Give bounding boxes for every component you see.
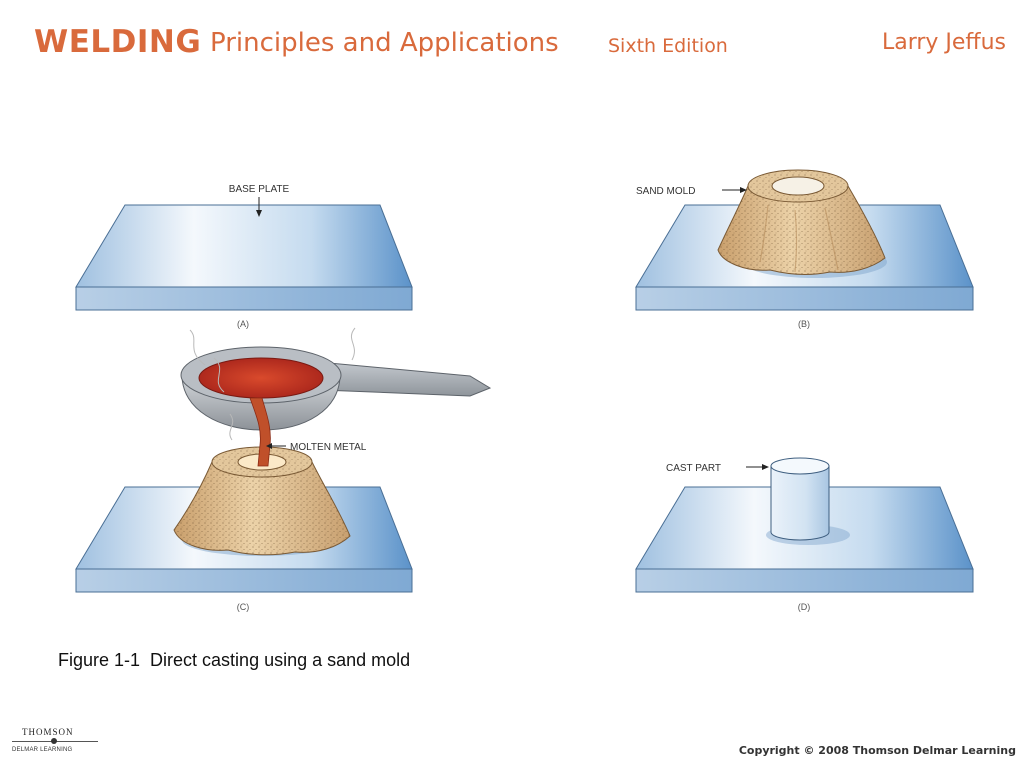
logo-dot [51,738,57,744]
figure-caption: Figure 1-1 Direct casting using a sand m… [58,650,411,670]
panel-a: BASE PLATE (A) [75,184,413,329]
panel-label-c: (C) [237,602,250,612]
base-plate-a [75,204,413,288]
cast-part [770,465,830,541]
sand-texture-c [174,462,350,555]
book-title-welding: WELDING [34,24,202,60]
book-subtitle: Principles and Applications [210,28,559,58]
arrowhead-molten-metal [266,443,272,449]
logo-thomson: THOMSON [22,727,74,737]
mold-folds-b [759,204,839,273]
book-author: Larry Jeffus [881,30,1006,55]
sand-texture-b [718,186,885,275]
panel-b: SAND MOLD (B) [635,169,974,329]
callout-base-plate: BASE PLATE [229,184,290,195]
cast-part-top [770,457,830,475]
fumes [189,327,356,441]
mold-cavity-b [771,176,825,196]
slide-header: WELDING Principles and Applications Sixt… [34,24,1014,64]
logo-delmar: DELMAR LEARNING [12,747,73,753]
base-plate-a-side [75,286,413,311]
ladle-handle [317,361,492,397]
panel-label-a: (A) [237,319,249,329]
copyright-notice: Copyright © 2008 Thomson Delmar Learning [738,744,1016,757]
panel-label-b: (B) [798,319,810,329]
arrowhead-sand-mold [740,187,747,193]
base-plate-b-side [635,286,974,311]
callout-cast-part: CAST PART [666,463,721,474]
arrowhead-base-plate [256,210,262,217]
panel-label-d: (D) [798,602,811,612]
book-edition: Sixth Edition [608,35,728,57]
molten-stream [249,397,271,467]
callout-molten-metal: MOLTEN METAL [290,442,367,453]
base-plate-c-side [75,568,413,593]
casting-figure: BASE PLATE (A) SAND MOLD (B) [75,169,974,612]
panel-c: MOLTEN METAL (C) [75,327,492,612]
arrowhead-cast-part [762,464,769,470]
base-plate-d-side [635,568,974,593]
panel-d: CAST PART (D) [635,457,974,612]
molten-metal-ladle [198,357,324,399]
callout-sand-mold: SAND MOLD [636,186,695,197]
publisher-logo: THOMSON DELMAR LEARNING [12,727,102,761]
